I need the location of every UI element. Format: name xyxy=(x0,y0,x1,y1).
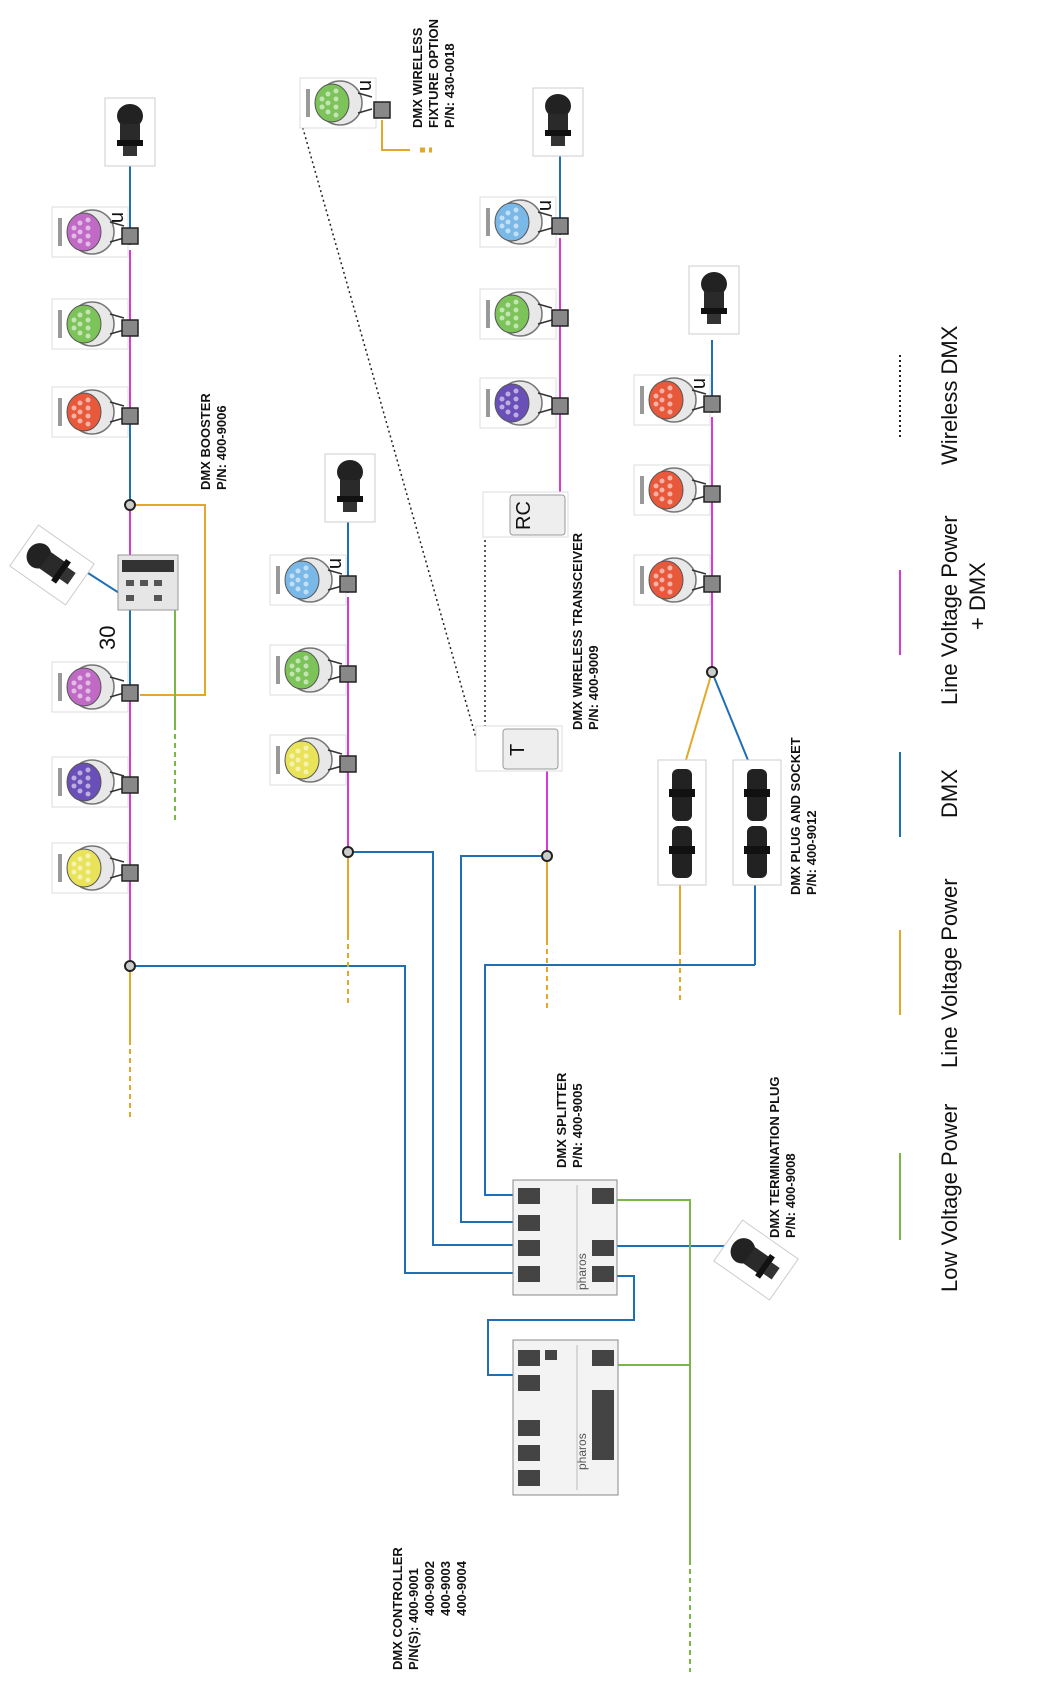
dmx-splitter[interactable]: pharos xyxy=(512,1179,618,1296)
low-voltage-wires xyxy=(174,600,691,1560)
svg-text:DMX WIRELESS TRANSCEIVER: DMX WIRELESS TRANSCEIVER xyxy=(570,532,585,730)
svg-text:400-9003: 400-9003 xyxy=(438,1561,453,1616)
legend: Wireless DMX Line Voltage Power + DMX DM… xyxy=(899,325,990,1292)
fixture-count-30: 30 xyxy=(95,626,120,650)
dmx-booster[interactable] xyxy=(117,554,179,611)
fixture-icon xyxy=(633,374,711,426)
svg-text:P/N: 400-9006: P/N: 400-9006 xyxy=(214,405,229,490)
legend-label-dmx: DMX xyxy=(937,769,962,818)
svg-text:P/N: 400-9012: P/N: 400-9012 xyxy=(804,810,819,895)
fixture-icon xyxy=(479,377,557,429)
fixture-green[interactable] xyxy=(479,288,557,340)
brand-mark: pharos xyxy=(575,1433,589,1470)
fixture-icon xyxy=(51,661,129,713)
fixture-icon xyxy=(479,288,557,340)
fixture-red-n[interactable] xyxy=(633,374,711,426)
label-transceiver: DMX WIRELESS TRANSCEIVER P/N: 400-9009 xyxy=(570,532,601,730)
fixture-column-2 xyxy=(269,554,347,786)
legend-label-line-voltage-dmx-2: + DMX xyxy=(965,562,990,630)
fixture-green[interactable] xyxy=(269,644,347,696)
fixture-icon xyxy=(269,644,347,696)
label-controller: DMX CONTROLLER P/N(S): 400-9001 400-9002… xyxy=(390,1547,469,1670)
legend-label-wireless: Wireless DMX xyxy=(937,325,962,465)
svg-text:P/N: 430-0018: P/N: 430-0018 xyxy=(442,43,457,128)
fixture-icon xyxy=(299,77,377,129)
fixture-icon xyxy=(633,464,711,516)
line-voltage-dashed xyxy=(129,147,681,1118)
n-marker: n xyxy=(355,80,377,91)
termination-plug[interactable] xyxy=(104,97,156,167)
fixture-column-3 xyxy=(479,196,557,429)
svg-text:400-9002: 400-9002 xyxy=(422,1561,437,1616)
svg-text:400-9004: 400-9004 xyxy=(454,1560,469,1616)
svg-text:DMX CONTROLLER: DMX CONTROLLER xyxy=(390,1547,405,1670)
low-voltage-dashed xyxy=(174,725,691,1672)
fixture-icon xyxy=(51,842,129,894)
label-booster: DMX BOOSTER P/N: 400-9006 xyxy=(198,393,229,490)
wireless-fixture[interactable] xyxy=(299,77,377,129)
n-marker: n xyxy=(107,212,129,223)
junction-dots xyxy=(124,499,718,972)
n-marker: n xyxy=(325,558,347,569)
dmx-plug-and-socket[interactable] xyxy=(657,759,782,886)
dmx-controller[interactable]: pharos xyxy=(512,1339,619,1496)
termination-plug[interactable] xyxy=(688,265,740,335)
fixture-icon xyxy=(479,196,557,248)
fixture-column-1 xyxy=(51,206,129,894)
fixture-icon xyxy=(51,386,129,438)
svg-text:P/N(S): 400-9001: P/N(S): 400-9001 xyxy=(406,1568,421,1670)
fixture-violet[interactable] xyxy=(51,756,129,808)
label-splitter: DMX SPLITTER P/N: 400-9005 xyxy=(554,1072,585,1168)
svg-text:DMX TERMINATION PLUG: DMX TERMINATION PLUG xyxy=(767,1076,782,1238)
fixture-green[interactable] xyxy=(51,298,129,350)
fixture-blue-n[interactable] xyxy=(269,554,347,606)
termination-plug-angled[interactable] xyxy=(9,524,95,606)
fixture-blue-n[interactable] xyxy=(479,196,557,248)
fixture-red[interactable] xyxy=(51,386,129,438)
n-marker: n xyxy=(689,378,711,389)
fixture-red[interactable] xyxy=(633,554,711,606)
wireless-transceiver-rc[interactable]: RC xyxy=(482,491,569,538)
svg-text:P/N: 400-9008: P/N: 400-9008 xyxy=(783,1153,798,1238)
line-voltage-dmx-dashed xyxy=(129,235,713,760)
fixture-icon xyxy=(633,554,711,606)
fixture-icon xyxy=(51,206,129,258)
connector-boxes xyxy=(121,101,721,882)
legend-label-line-voltage: Line Voltage Power xyxy=(937,878,962,1068)
brand-mark: pharos xyxy=(575,1253,589,1290)
n-marker: n xyxy=(535,200,557,211)
label-wireless-fixture: DMX WIRELESS FIXTURE OPTION P/N: 430-001… xyxy=(410,19,457,128)
fixture-icon xyxy=(269,734,347,786)
legend-label-line-voltage-dmx: Line Voltage Power xyxy=(937,515,962,705)
svg-text:DMX PLUG AND SOCKET: DMX PLUG AND SOCKET xyxy=(788,737,803,895)
fixture-yellow[interactable] xyxy=(51,842,129,894)
dmx-wires xyxy=(59,150,756,1376)
fixture-violet[interactable] xyxy=(479,377,557,429)
label-plug-socket: DMX PLUG AND SOCKET P/N: 400-9012 xyxy=(788,737,819,895)
fixture-red[interactable] xyxy=(633,464,711,516)
label-termination: DMX TERMINATION PLUG P/N: 400-9008 xyxy=(767,1076,798,1238)
fixture-purple-30[interactable] xyxy=(51,661,129,713)
svg-text:DMX BOOSTER: DMX BOOSTER xyxy=(198,393,213,490)
fixture-column-4 xyxy=(633,374,711,606)
termination-plug[interactable] xyxy=(324,453,376,523)
legend-label-low-voltage: Low Voltage Power xyxy=(937,1104,962,1292)
svg-text:P/N: 400-9009: P/N: 400-9009 xyxy=(586,645,601,730)
svg-text:DMX SPLITTER: DMX SPLITTER xyxy=(554,1072,569,1168)
svg-text:DMX WIRELESS: DMX WIRELESS xyxy=(410,27,425,128)
fixture-icon xyxy=(51,756,129,808)
fixture-icon xyxy=(51,298,129,350)
rc-mark: RC xyxy=(513,501,535,530)
termination-plug[interactable] xyxy=(532,87,584,157)
wireless-transceiver-t[interactable]: T xyxy=(475,725,563,772)
line-voltage-dmx-wires xyxy=(129,240,713,966)
fixture-icon xyxy=(269,554,347,606)
t-mark: T xyxy=(507,744,529,756)
fixture-yellow[interactable] xyxy=(269,734,347,786)
svg-text:FIXTURE OPTION: FIXTURE OPTION xyxy=(426,19,441,128)
svg-text:P/N: 400-9005: P/N: 400-9005 xyxy=(570,1083,585,1168)
fixture-purple-n[interactable] xyxy=(51,206,129,258)
line-voltage-wires xyxy=(129,120,713,1040)
